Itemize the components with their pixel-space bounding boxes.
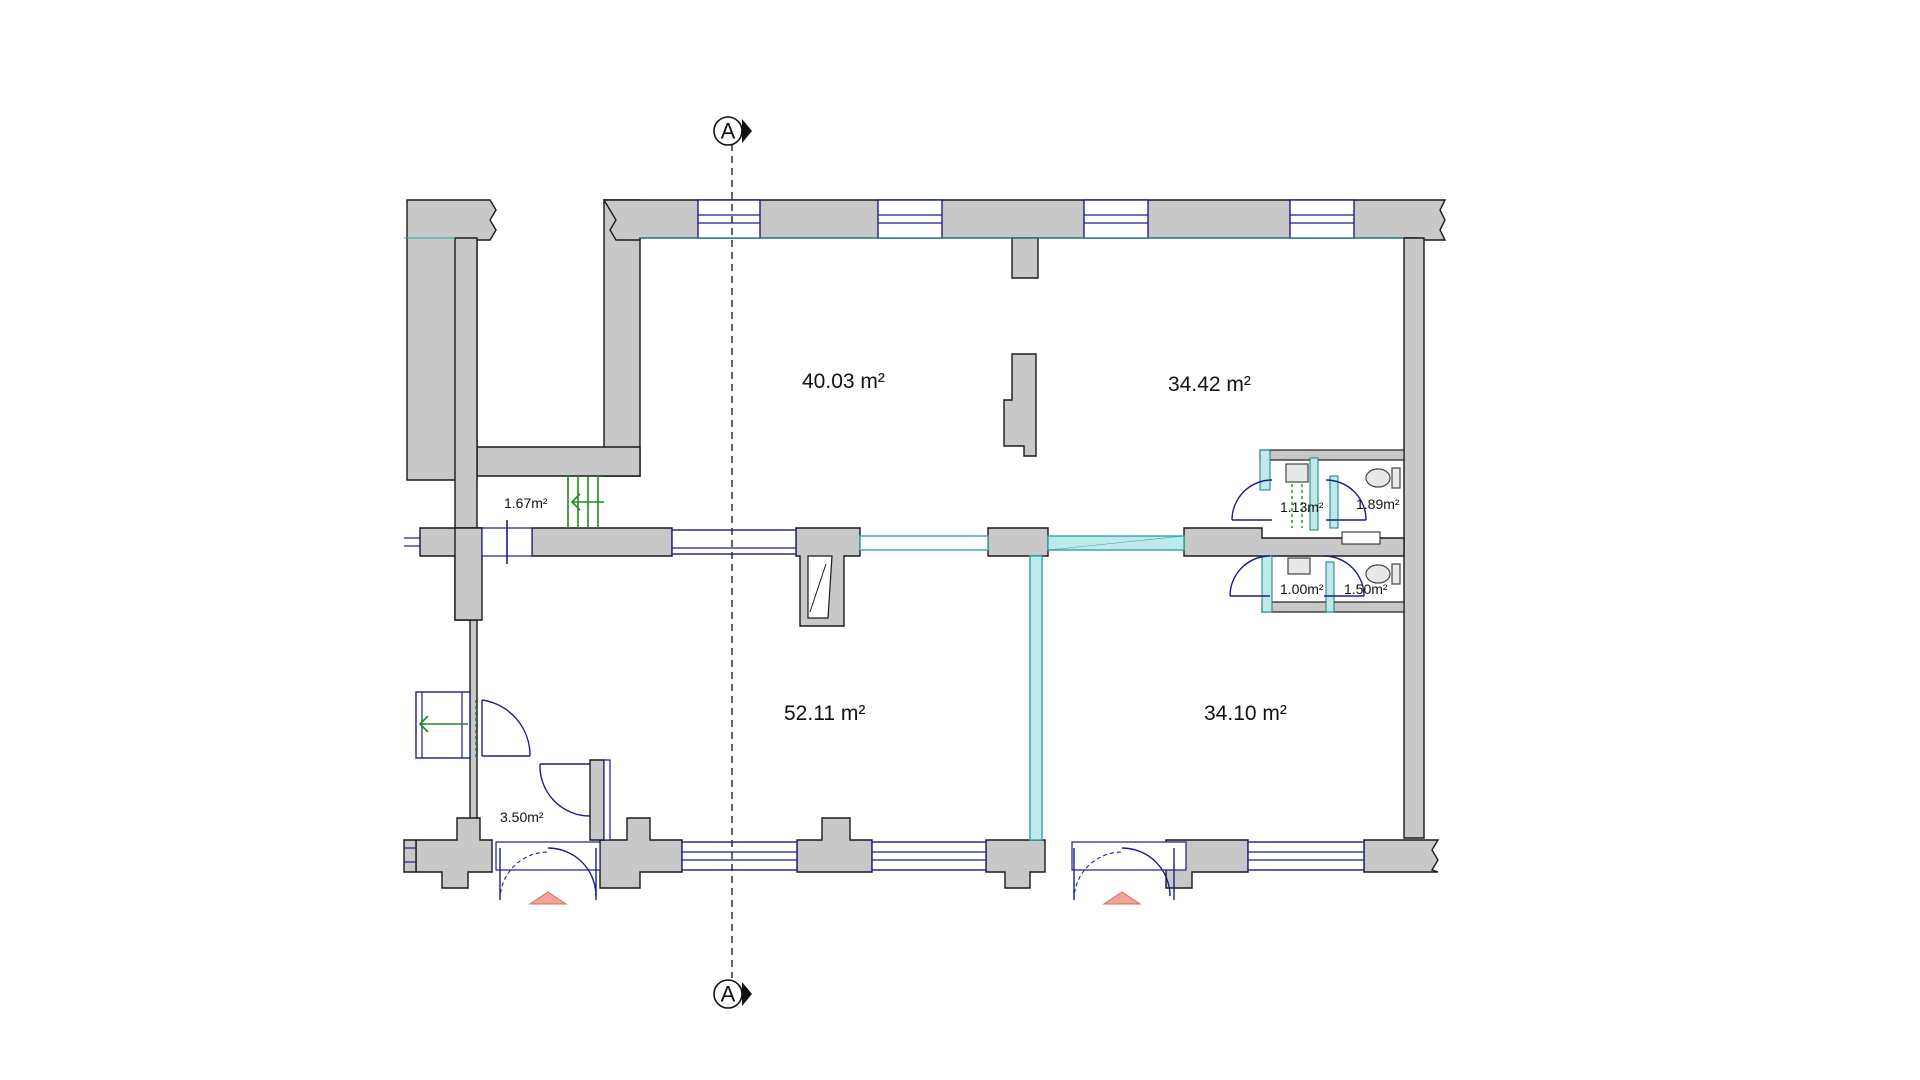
window-bottom-3 xyxy=(1247,841,1365,871)
windows-bottom xyxy=(681,841,1365,871)
toilet-south xyxy=(1365,564,1391,584)
room-area-wc-south-sink: 1.00m² xyxy=(1280,581,1324,597)
front-door-left-arc xyxy=(547,847,597,897)
section-label-bottom: A xyxy=(721,982,736,1007)
wall-bottom-3 xyxy=(796,817,873,873)
window-top-2 xyxy=(877,199,943,239)
wall-bottom-6 xyxy=(1363,839,1440,873)
section-line-a: A A xyxy=(713,116,752,1009)
sink-south xyxy=(1287,557,1311,575)
room-area-south-west: 52.11 m² xyxy=(784,702,865,725)
wall-shaft-bottom xyxy=(476,446,641,477)
vestibule-south-doors xyxy=(495,759,611,905)
entrance-marker-left xyxy=(528,891,568,905)
room-area-south-east: 34.10 m² xyxy=(1204,702,1287,725)
wc-block-south xyxy=(1229,555,1405,613)
wc-south-left-wall xyxy=(1261,555,1273,613)
room-area-north-west: 40.03 m² xyxy=(802,370,885,393)
wall-bottom-2 xyxy=(599,817,683,889)
wc-north-divider-2 xyxy=(1329,475,1339,529)
glass-partition-mid-1 xyxy=(859,535,989,551)
wall-shaft-right xyxy=(603,199,641,477)
wall-mid-center xyxy=(987,527,1049,557)
room-area-vestibule-south: 3.50m² xyxy=(500,809,544,825)
wc-south-divider xyxy=(1325,561,1335,613)
section-label-top: A xyxy=(721,119,736,144)
wall-top-notch xyxy=(1011,237,1039,279)
front-door-right-arc xyxy=(1121,847,1171,897)
wc-north-door-arc-1 xyxy=(1231,479,1273,521)
mid-wall-glass xyxy=(671,529,1185,555)
wc-south-door-arc-2 xyxy=(1323,555,1365,597)
room-area-wc-south-toilet: 1.50m² xyxy=(1344,581,1388,597)
window-bottom-2 xyxy=(871,841,987,871)
wc-north-divider xyxy=(1309,457,1319,531)
wc-block-north xyxy=(1231,449,1405,545)
front-door-left-frame xyxy=(495,841,601,871)
wall-left-mid xyxy=(454,527,483,621)
side-entrance-frame xyxy=(415,691,471,759)
wall-pier xyxy=(1003,353,1037,457)
room-area-north-east: 34.42 m² xyxy=(1168,373,1251,396)
vestibule-north-stair xyxy=(567,476,604,528)
side-entrance xyxy=(415,691,531,759)
exterior-walls xyxy=(403,199,1447,889)
window-top-1 xyxy=(697,199,761,239)
front-door-right-frame xyxy=(1071,841,1187,871)
room-area-vestibule-north: 1.67m² xyxy=(504,495,548,511)
sink-north xyxy=(1285,463,1309,483)
window-top-3 xyxy=(1083,199,1149,239)
wc-north-door-arc-2 xyxy=(1325,479,1367,521)
vestibule-inner-door-arc xyxy=(539,763,591,817)
wc-north-left-wall xyxy=(1259,449,1271,491)
wall-bottom-1 xyxy=(415,817,493,889)
windows-top xyxy=(697,199,1355,239)
wc-north-top-wall xyxy=(1259,449,1405,461)
toilet-north xyxy=(1365,468,1391,488)
room-labels: 40.03 m² 34.42 m² 52.11 m² 34.10 m² 1.67… xyxy=(500,370,1400,825)
window-mid xyxy=(671,529,797,555)
wall-mid-left-2 xyxy=(531,527,673,557)
wall-top-left-stub xyxy=(406,199,497,481)
flue xyxy=(807,555,833,619)
flue-diagonal xyxy=(809,563,827,613)
wall-vestibule-partition xyxy=(589,759,605,841)
wall-right xyxy=(1403,237,1425,839)
vestibule-north-door xyxy=(481,520,533,564)
wall-bottom-4 xyxy=(985,839,1046,889)
entrance-marker-right xyxy=(1102,891,1142,905)
side-door-arc xyxy=(481,699,531,757)
glass-partition-vertical xyxy=(1029,555,1043,841)
room-area-wc-north-toilet: 1.89m² xyxy=(1356,496,1400,512)
wall-mid-right xyxy=(1183,527,1405,557)
wall-bottom-far-left xyxy=(403,839,417,873)
room-area-wc-north-sink: 1.13m² xyxy=(1280,499,1324,515)
wc-south-door-arc-1 xyxy=(1229,555,1271,597)
window-bottom-1 xyxy=(681,841,798,871)
front-door-right xyxy=(1071,841,1187,905)
window-top-4 xyxy=(1289,199,1355,239)
